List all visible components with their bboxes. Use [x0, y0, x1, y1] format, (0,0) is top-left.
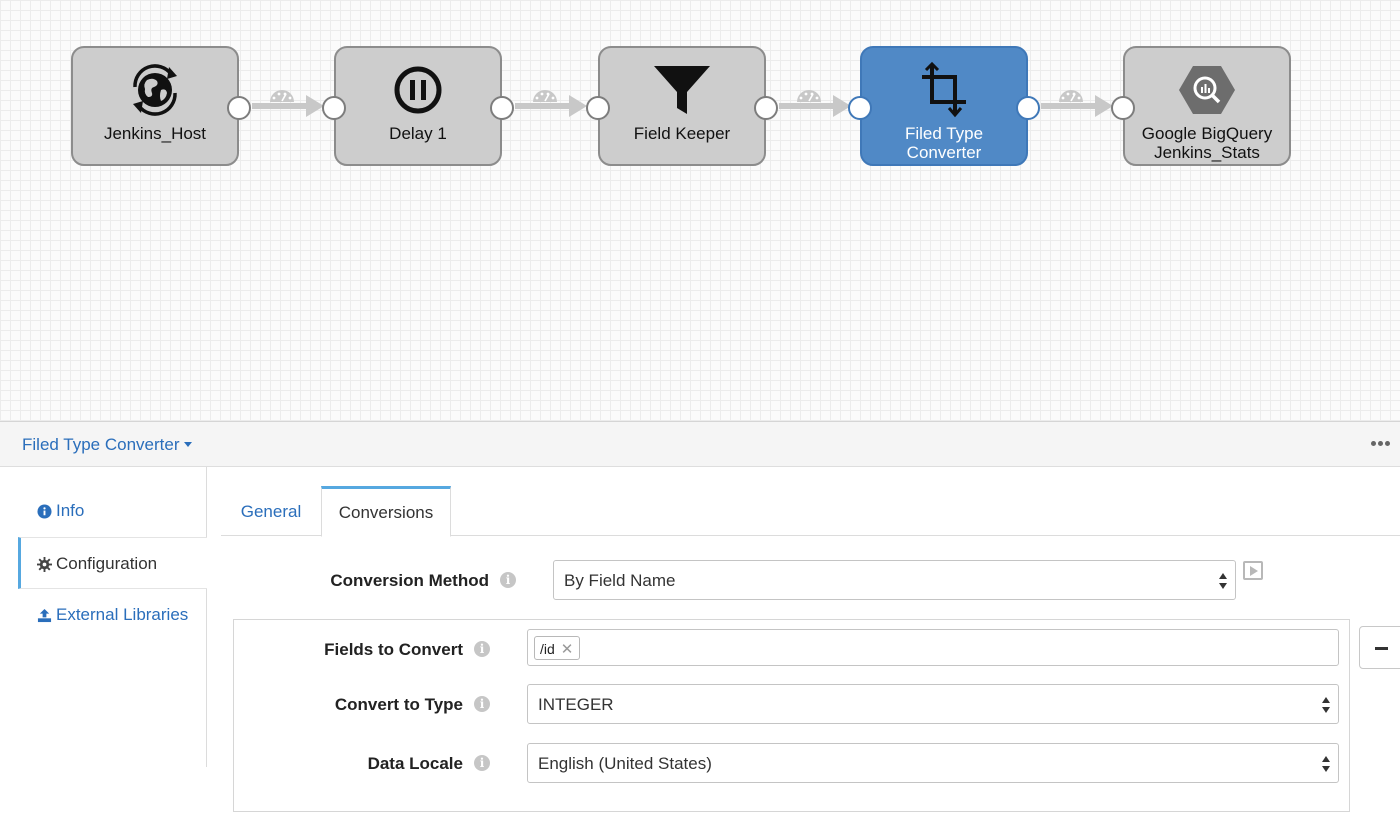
stage-field-keeper[interactable]: Field Keeper: [586, 46, 778, 166]
detail-header: Filed Type Converter: [0, 421, 1400, 467]
info-circle-icon: [36, 503, 52, 519]
close-icon[interactable]: ✕: [560, 641, 574, 658]
caret-down-icon: [184, 442, 193, 447]
data-locale-select[interactable]: English (United States): [527, 743, 1339, 783]
stage-link[interactable]: [252, 86, 326, 126]
nav-label: External Libraries: [56, 605, 189, 624]
output-port[interactable]: [227, 96, 251, 120]
play-icon[interactable]: [1243, 561, 1263, 580]
stage-jenkins-host[interactable]: Jenkins_Host: [71, 46, 251, 166]
pause-icon: [336, 60, 500, 120]
nav-external-libraries[interactable]: External Libraries: [18, 589, 207, 641]
pipeline-canvas[interactable]: Jenkins_Host Delay 1 Field Keeper: [0, 0, 1400, 421]
input-port[interactable]: [848, 96, 872, 120]
crop-icon: [862, 60, 1026, 120]
stage-title: Filed Type Converter: [22, 435, 180, 454]
conversion-method-label: Conversion Method: [330, 571, 489, 590]
more-dots-icon[interactable]: [1371, 441, 1390, 446]
select-value: INTEGER: [538, 695, 614, 714]
stage-link[interactable]: [779, 86, 853, 126]
speedometer-icon: [1059, 90, 1083, 102]
stage-label: Filed Type Converter: [904, 124, 984, 162]
select-value: English (United States): [538, 754, 712, 773]
stage-label: Jenkins_Host: [103, 124, 207, 143]
info-icon[interactable]: i: [474, 641, 490, 657]
side-nav: Info Configuration External Libraries: [0, 467, 207, 767]
speedometer-icon: [270, 90, 294, 102]
globe-sync-icon: [73, 60, 237, 120]
output-port[interactable]: [1016, 96, 1040, 120]
config-tabs: General Conversions: [221, 486, 1400, 537]
stage-selector-dropdown[interactable]: Filed Type Converter: [22, 435, 193, 455]
output-port[interactable]: [490, 96, 514, 120]
field-tag: /id ✕: [534, 636, 581, 660]
stage-link[interactable]: [515, 86, 589, 126]
output-port[interactable]: [754, 96, 778, 120]
input-port[interactable]: [1111, 96, 1135, 120]
input-port[interactable]: [586, 96, 610, 120]
stage-label: Field Keeper: [633, 124, 731, 143]
fields-to-convert-input[interactable]: /id ✕: [527, 629, 1339, 666]
bigquery-icon: [1125, 60, 1289, 120]
nav-label: Info: [56, 501, 85, 520]
upload-icon: [36, 607, 52, 623]
tab-conversions[interactable]: Conversions: [321, 486, 451, 537]
nav-label: Configuration: [56, 554, 158, 573]
data-locale-label: Data Locale: [367, 754, 463, 773]
tab-general[interactable]: General: [240, 502, 302, 521]
info-icon[interactable]: i: [474, 755, 490, 771]
remove-conversion-button[interactable]: [1359, 626, 1400, 669]
convert-to-type-label: Convert to Type: [334, 695, 463, 714]
conversion-method-select[interactable]: By Field Name: [553, 560, 1236, 600]
stage-delay-1[interactable]: Delay 1: [322, 46, 514, 166]
convert-to-type-select[interactable]: INTEGER: [527, 684, 1339, 724]
speedometer-icon: [533, 90, 557, 102]
select-arrows-icon: [1322, 755, 1330, 773]
info-icon[interactable]: i: [500, 572, 516, 588]
nav-configuration[interactable]: Configuration: [18, 537, 207, 589]
select-arrows-icon: [1322, 696, 1330, 714]
select-arrows-icon: [1219, 572, 1227, 590]
info-icon[interactable]: i: [474, 696, 490, 712]
fields-to-convert-label: Fields to Convert: [324, 640, 463, 659]
input-port[interactable]: [322, 96, 346, 120]
select-value: By Field Name: [564, 571, 676, 590]
stage-label: Delay 1: [389, 124, 447, 143]
nav-info[interactable]: Info: [18, 485, 207, 537]
gear-icon: [36, 556, 52, 572]
speedometer-icon: [797, 90, 821, 102]
stage-link[interactable]: [1041, 86, 1115, 126]
tag-label: /id: [540, 641, 555, 657]
funnel-icon: [600, 60, 764, 120]
stage-filed-type-converter[interactable]: Filed Type Converter: [848, 46, 1040, 166]
